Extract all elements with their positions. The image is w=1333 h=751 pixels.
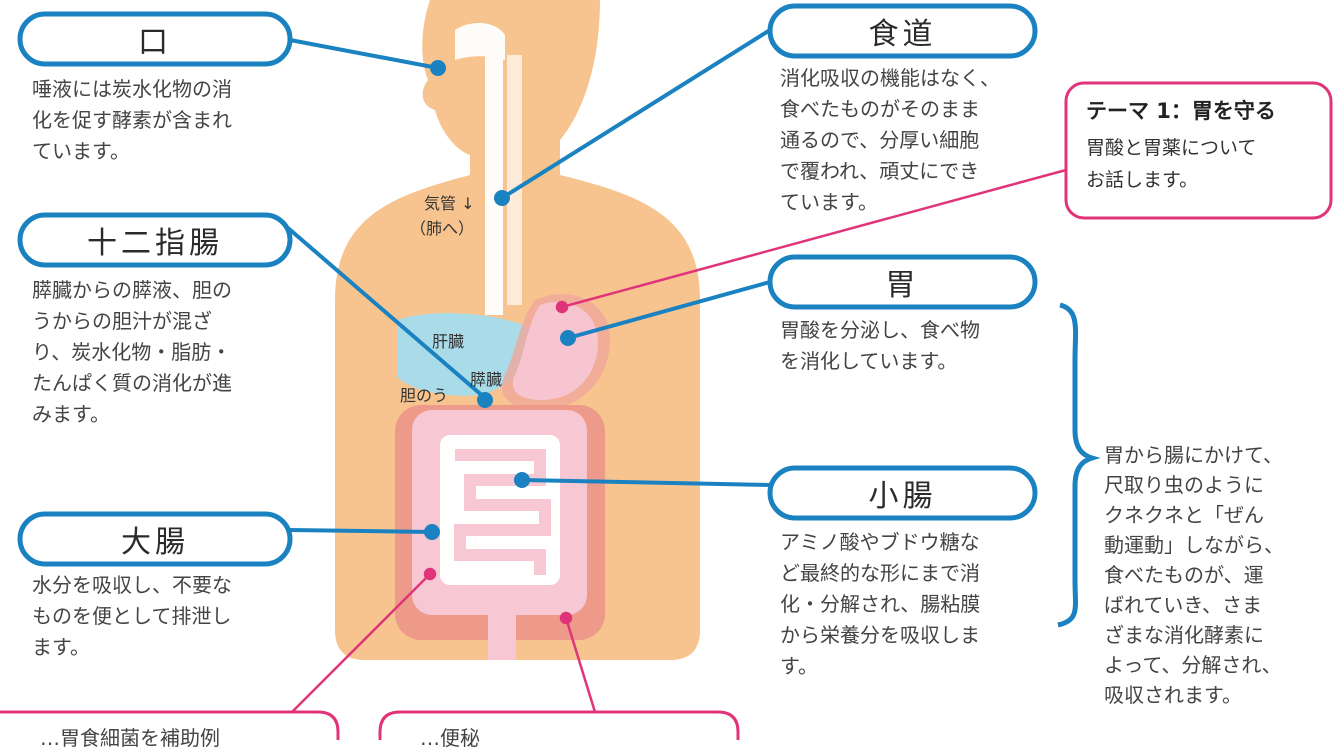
pill-mouth (17, 11, 293, 67)
small-intestine-title: 小腸 (868, 479, 937, 514)
theme-title: テーマ 1：胃を守る (1086, 99, 1276, 123)
stomach-inner (512, 301, 598, 400)
pill-large-intestine (17, 511, 293, 567)
theme-box (1064, 81, 1333, 220)
small-intestine-coils (454, 449, 551, 575)
trachea-label: 気管 ↓ (424, 194, 475, 213)
theme-desc: 胃酸と胃薬について お話します。 (1086, 137, 1257, 191)
mouth-desc: 唾液には炭水化物の消 化を促す酵素が含まれ ています。 (32, 77, 232, 163)
gallbladder-label: 胆のう (400, 386, 449, 405)
esophagus-title: 食道 (868, 17, 937, 52)
pancreas-label: 膵臓 (470, 370, 503, 389)
large-intestine-title: 大腸 (121, 525, 189, 560)
duodenum-title: 十二指腸 (87, 226, 223, 261)
liver-label: 肝臓 (432, 332, 465, 351)
liver-shape (398, 313, 538, 396)
peristalsis-note: 胃から腸にかけて、 尺取り虫のように クネクネと「ぜん 動運動」しながら、 食べ… (1104, 443, 1284, 707)
bottom-box-left (0, 710, 340, 740)
stomach-desc: 胃酸を分泌し、食べ物 を消化しています。 (780, 318, 980, 373)
theme-lines (291, 168, 1067, 713)
large-intestine-desc: 水分を吸収し、不要な ものを便として排泄し ます。 (32, 573, 232, 659)
stomach-title: 胃 (885, 268, 920, 303)
rectum-shape (488, 590, 516, 660)
throat-tubes (455, 23, 522, 315)
callout-pills (17, 3, 1038, 567)
bottom-right-partial-text: …便秘 (420, 726, 480, 750)
duodenum-desc: 膵臓からの膵液、胆の うからの胆汁が混ざ り、炭水化物・脂肪・ たんぱく質の消化… (32, 278, 232, 426)
bottom-box-right (378, 710, 740, 740)
to-lungs-label: （肺へ） (410, 219, 475, 238)
pill-small-intestine (767, 465, 1038, 521)
callout-lines (286, 28, 772, 540)
bottom-left-partial-text: …胃食細菌を補助例 (40, 726, 220, 750)
peristalsis-brace (1057, 302, 1101, 628)
mouth-title: 口 (138, 25, 172, 60)
small-intestine-desc: アミノ酸やブドウ糖な ど最終的な形にまで消 化・分解され、腸粘膜 から栄養分を吸… (780, 530, 981, 678)
esophagus-desc: 消化吸収の機能はなく、 食べたものがそのまま 通るので、分厚い細胞 で覆われ、頑… (780, 66, 1000, 214)
pill-duodenum (17, 212, 293, 268)
